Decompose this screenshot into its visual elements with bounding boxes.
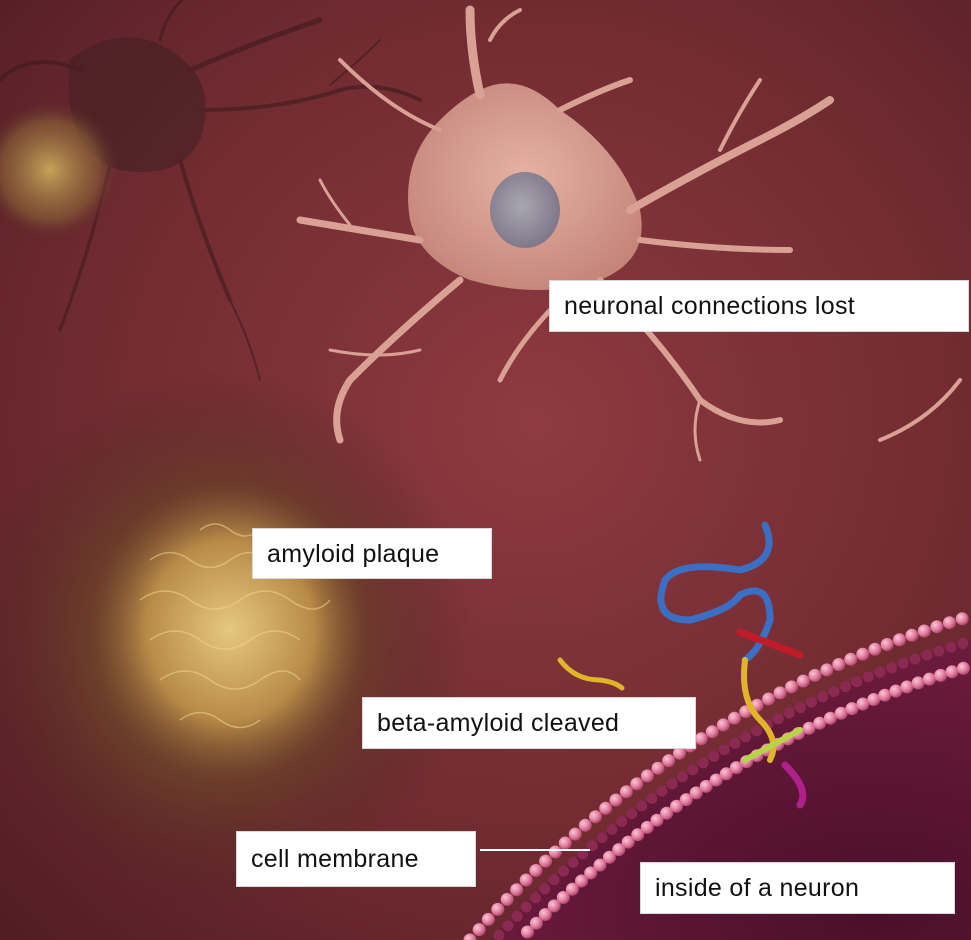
membrane-bead [641, 769, 654, 782]
membrane-bead [893, 633, 906, 646]
membrane-bead [558, 866, 569, 877]
membrane-bead [930, 620, 943, 633]
membrane-bead [482, 913, 495, 926]
membrane-bead [620, 785, 633, 798]
membrane-bead [549, 846, 562, 859]
label-amyloid-plaque: amyloid plaque [252, 528, 492, 579]
membrane-bead [717, 718, 730, 731]
membrane-bead [646, 793, 657, 804]
membrane-bead [730, 738, 741, 749]
membrane-bead [740, 732, 751, 743]
membrane-bead [636, 801, 647, 812]
membrane-bead [773, 713, 784, 724]
label-neuronal-connections-lost: neuronal connections lost [549, 280, 969, 332]
membrane-bead [549, 874, 560, 885]
membrane-bead [652, 762, 665, 775]
membrane-bead [923, 673, 936, 686]
membrane-bead [579, 819, 592, 832]
membrane-bead [626, 808, 637, 819]
membrane-bead [589, 810, 602, 823]
membrane-bead [501, 893, 514, 906]
membrane-bead [762, 693, 775, 706]
membrane-bead [863, 671, 874, 682]
membrane-bead [817, 691, 828, 702]
membrane-bead [912, 676, 925, 689]
membrane-bead [473, 923, 486, 936]
membrane-bead [933, 646, 944, 657]
membrane-bead [539, 883, 550, 894]
membrane-bead [869, 643, 882, 656]
membrane-bead [957, 662, 970, 675]
membrane-bead [491, 903, 504, 916]
membrane-bead [806, 697, 817, 708]
membrane-bead [898, 658, 909, 669]
membrane-bead [878, 689, 891, 702]
membrane-bead [905, 629, 918, 642]
membrane-bead [559, 837, 572, 850]
membrane-bead [706, 725, 719, 738]
membrane-bead [630, 777, 643, 790]
membrane-bead [599, 802, 612, 815]
membrane-bead [784, 708, 795, 719]
membrane-bead [956, 612, 969, 625]
membrane-bead [503, 920, 514, 931]
membrane-bead [910, 654, 921, 665]
membrane-bead [945, 642, 956, 653]
membrane-bead [520, 874, 533, 887]
neuron-nucleus [490, 172, 560, 248]
membrane-bead [677, 771, 688, 782]
membrane-bead [708, 751, 719, 762]
membrane-bead [568, 857, 579, 868]
membrane-bead [662, 754, 675, 767]
membrane-bead [687, 764, 698, 775]
membrane-bead [512, 911, 523, 922]
membrane-bead [856, 648, 869, 661]
membrane-bead [851, 676, 862, 687]
membrane-bead [957, 638, 968, 649]
membrane-bead [946, 665, 959, 678]
membrane-bead [510, 883, 523, 896]
label-inside-of-a-neuron: inside of a neuron [640, 862, 955, 914]
membrane-bead [569, 828, 582, 841]
membrane-bead [728, 712, 741, 725]
membrane-bead [610, 794, 623, 807]
membrane-bead [797, 675, 810, 688]
label-beta-amyloid-cleaved: beta-amyloid cleaved [362, 697, 696, 749]
membrane-bead [840, 681, 851, 692]
membrane-bead [751, 725, 762, 736]
membrane-bead [881, 638, 894, 651]
membrane-bead [901, 680, 914, 693]
membrane-bead [656, 786, 667, 797]
membrane-bead [795, 702, 806, 713]
membrane-bead [844, 653, 857, 666]
membrane-bead [918, 625, 931, 638]
membrane-bead [820, 663, 833, 676]
membrane-bead [698, 757, 709, 768]
membrane-bead [886, 662, 897, 673]
membrane-bead [809, 669, 822, 682]
membrane-bead [521, 902, 532, 913]
membrane-bead [616, 816, 627, 827]
label-cell-membrane: cell membrane [236, 831, 476, 887]
membrane-bead [539, 855, 552, 868]
membrane-bead [667, 778, 678, 789]
membrane-bead [943, 616, 956, 629]
membrane-bead [774, 686, 787, 699]
membrane-bead [606, 824, 617, 835]
membrane-bead [921, 650, 932, 661]
membrane-bead [889, 685, 902, 698]
membrane-bead [719, 744, 730, 755]
membrane-bead [829, 686, 840, 697]
membrane-bead [530, 892, 541, 903]
membrane-bead [832, 658, 845, 671]
membrane-bead [785, 680, 798, 693]
membrane-bead [597, 832, 608, 843]
membrane-bead [695, 732, 708, 745]
membrane-bead [874, 667, 885, 678]
membrane-bead [529, 864, 542, 877]
membrane-bead [934, 669, 947, 682]
